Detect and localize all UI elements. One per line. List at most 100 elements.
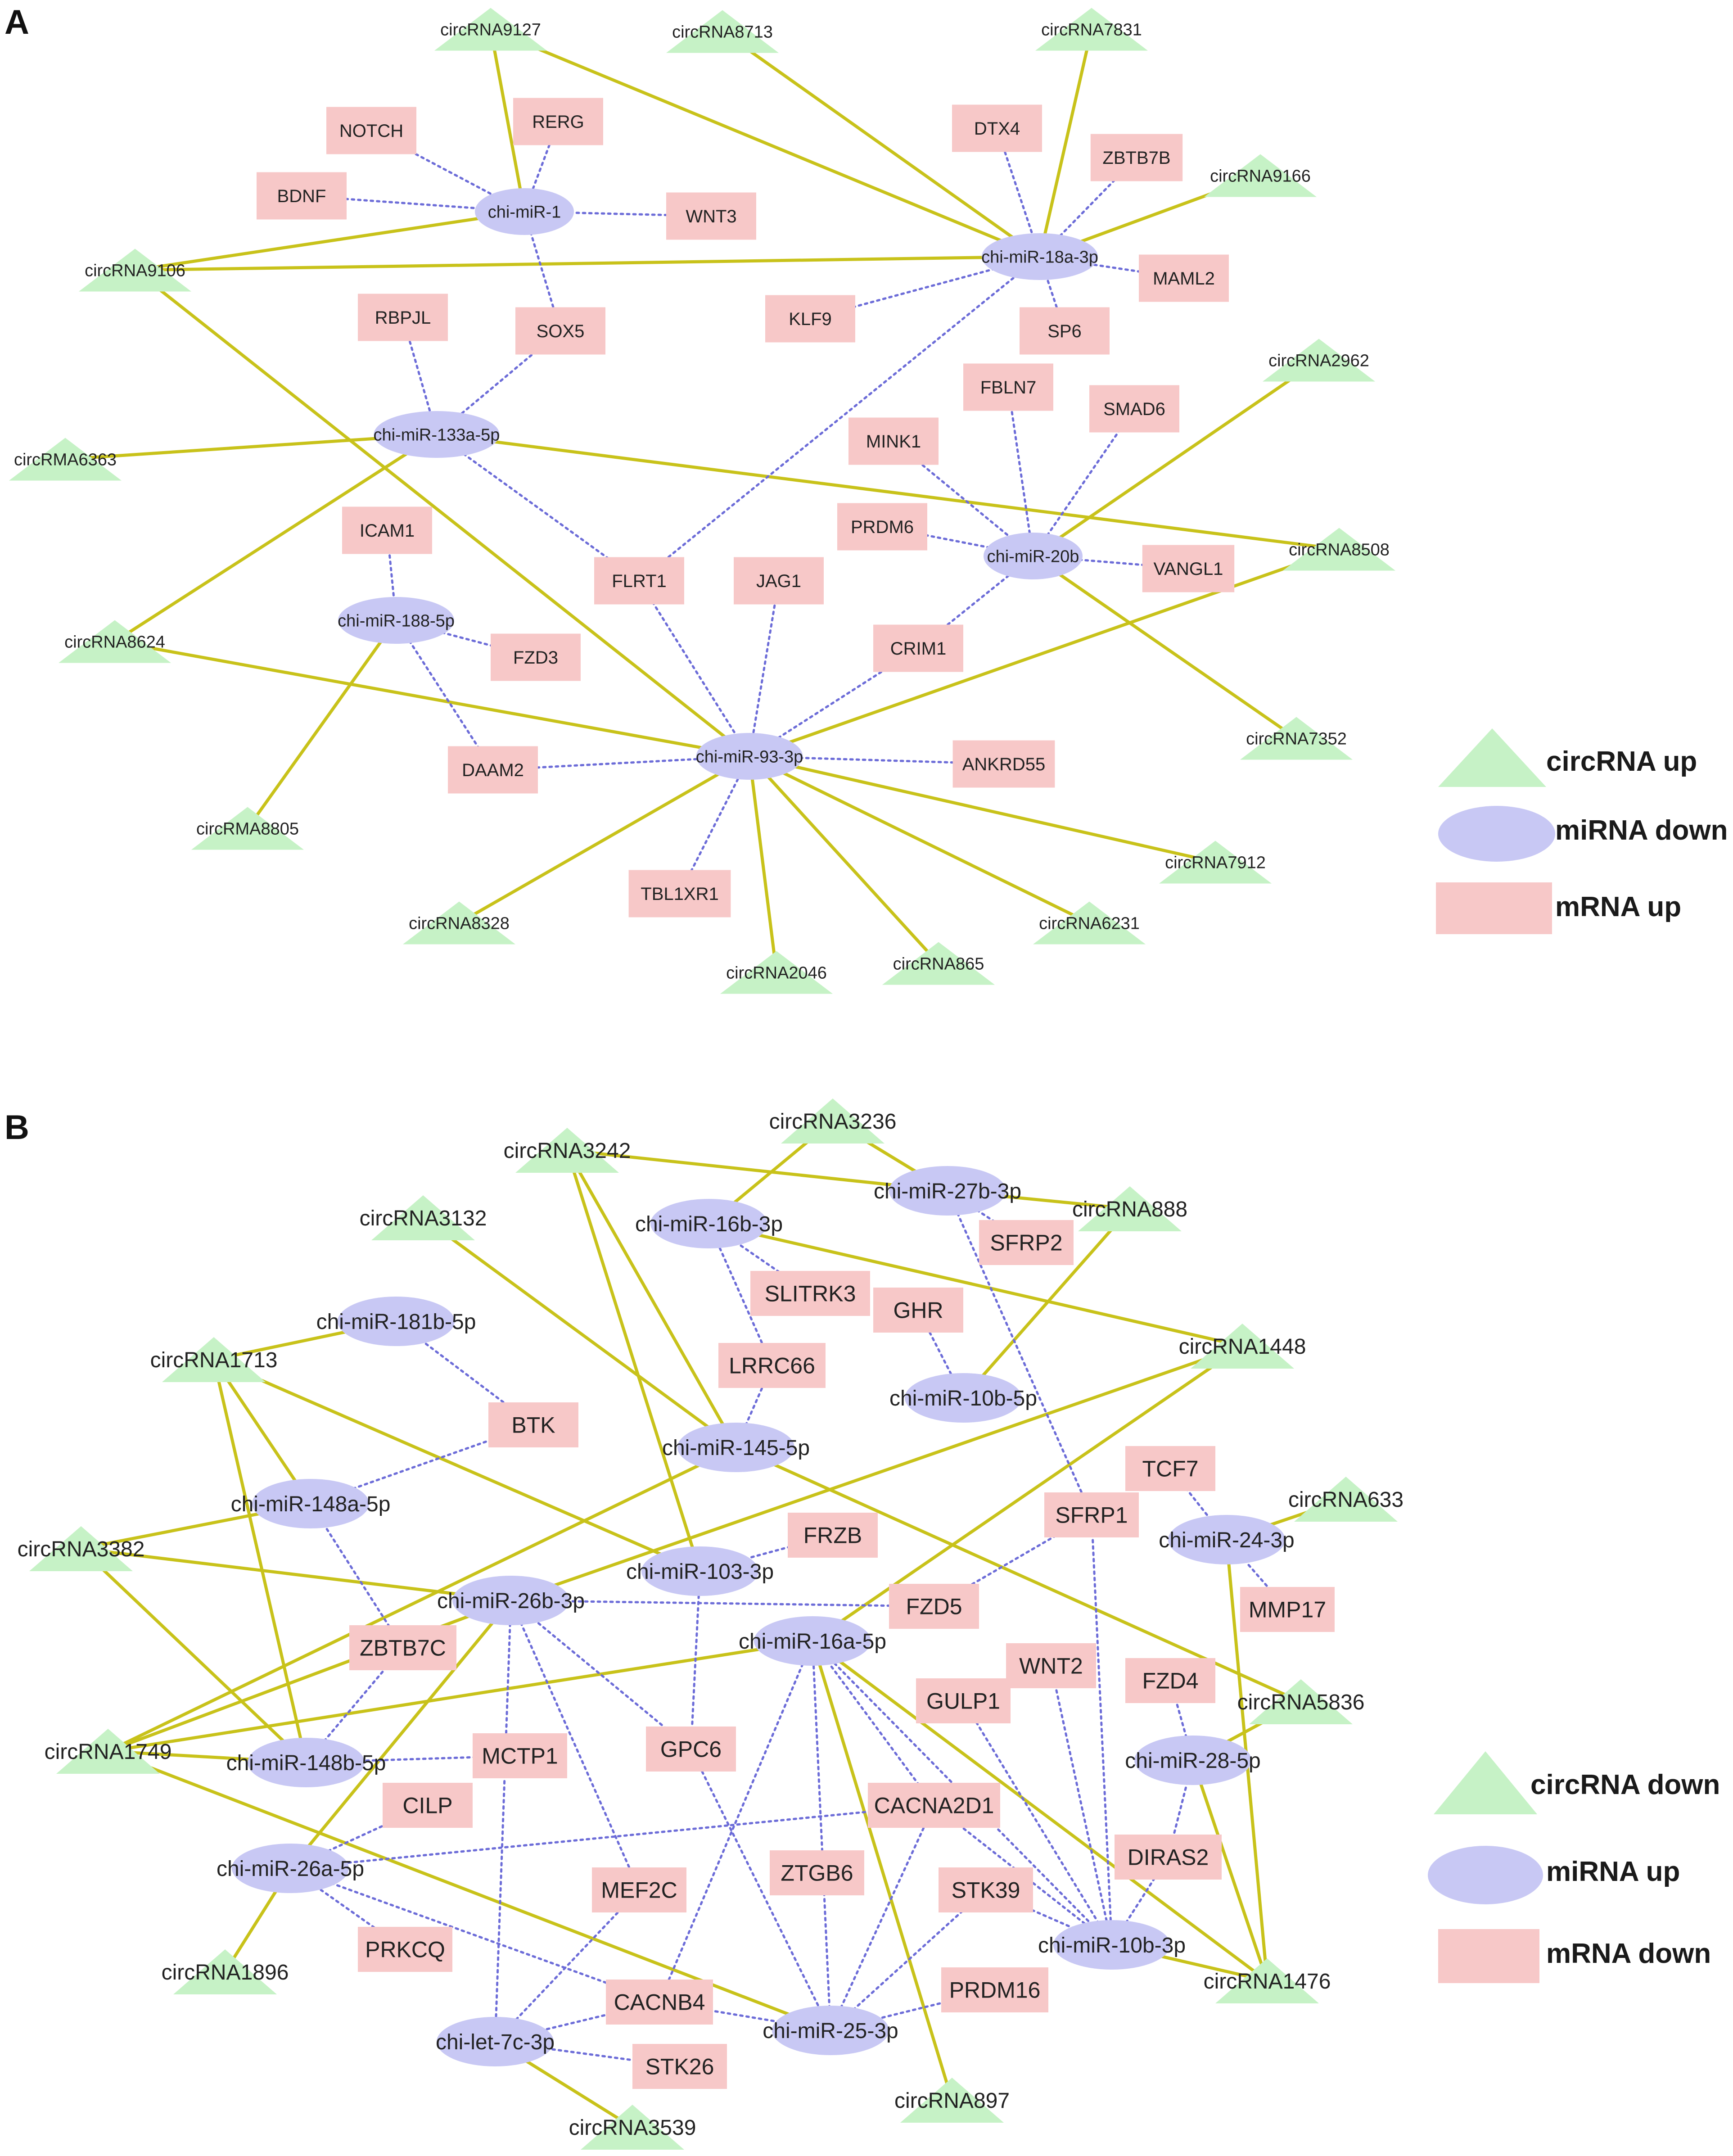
mrna-node-MAML2[interactable]: MAML2 <box>1139 254 1229 302</box>
circ-node-c7831[interactable]: circRNA7831 <box>1035 8 1148 51</box>
mirna-node-m148a[interactable]: chi-miR-148a-5p <box>231 1479 391 1528</box>
mrna-node-CILP[interactable]: CILP <box>383 1783 473 1828</box>
circ-node-c9106[interactable]: circRNA9106 <box>79 249 191 292</box>
circ-node-c5836[interactable]: circRNA5836 <box>1237 1679 1365 1724</box>
mirna-node-m16b[interactable]: chi-miR-16b-3p <box>635 1199 783 1248</box>
circ-node-c6231[interactable]: circRNA6231 <box>1033 901 1146 945</box>
mirna-node-m26a[interactable]: chi-miR-26a-5p <box>217 1844 364 1893</box>
circ-node-c3382[interactable]: circRNA3382 <box>18 1526 145 1571</box>
mrna-node-SP6[interactable]: SP6 <box>1020 307 1110 355</box>
mrna-node-SFRP2[interactable]: SFRP2 <box>979 1220 1074 1265</box>
mirna-node-m10b5[interactable]: chi-miR-10b-5p <box>889 1373 1037 1423</box>
mirna-node-m10b3[interactable]: chi-miR-10b-3p <box>1038 1920 1186 1970</box>
mrna-node-SOX5[interactable]: SOX5 <box>515 307 605 355</box>
mrna-node-WNT3[interactable]: WNT3 <box>666 192 756 240</box>
circ-node-c1476[interactable]: circRNA1476 <box>1204 1958 1331 2003</box>
mrna-node-FZD5[interactable]: FZD5 <box>889 1584 979 1629</box>
mrna-node-FRZB[interactable]: FRZB <box>788 1513 878 1558</box>
mrna-node-CACNA2D1[interactable]: CACNA2D1 <box>868 1783 1000 1828</box>
circ-node-c3539[interactable]: circRNA3539 <box>569 2105 696 2150</box>
circ-node-c1448[interactable]: circRNA1448 <box>1179 1324 1306 1369</box>
mrna-node-STK26[interactable]: STK26 <box>632 2044 727 2089</box>
circ-node-c633[interactable]: circRNA633 <box>1288 1477 1404 1522</box>
mrna-node-MCTP1[interactable]: MCTP1 <box>473 1733 567 1778</box>
mrna-node-MEF2C[interactable]: MEF2C <box>592 1867 686 1912</box>
mrna-node-GHR[interactable]: GHR <box>873 1288 963 1333</box>
mrna-node-BDNF[interactable]: BDNF <box>257 172 347 220</box>
mrna-node-NOTCH[interactable]: NOTCH <box>326 107 416 154</box>
circ-node-c3236[interactable]: circRNA3236 <box>769 1098 897 1144</box>
mirna-node-m93[interactable]: chi-miR-93-3p <box>696 733 803 780</box>
mrna-node-FZD4[interactable]: FZD4 <box>1125 1658 1215 1703</box>
mrna-node-PRDM16[interactable]: PRDM16 <box>941 1967 1048 2012</box>
circ-node-c3132[interactable]: circRNA3132 <box>360 1195 487 1240</box>
mirna-node-m133a[interactable]: chi-miR-133a-5p <box>374 411 500 458</box>
mrna-node-WNT2[interactable]: WNT2 <box>1006 1643 1096 1688</box>
mrna-node-GPC6[interactable]: GPC6 <box>646 1727 736 1772</box>
mirna-node-m16a[interactable]: chi-miR-16a-5p <box>739 1616 886 1666</box>
mirna-node-m20b[interactable]: chi-miR-20b <box>984 533 1083 579</box>
mirna-node-m26b[interactable]: chi-miR-26b-3p <box>437 1576 585 1625</box>
mrna-node-DAAM2[interactable]: DAAM2 <box>448 746 538 794</box>
mirna-node-m1[interactable]: chi-miR-1 <box>475 188 574 235</box>
circ-node-c8805[interactable]: circRMA8805 <box>191 807 304 850</box>
mirna-node-m188[interactable]: chi-miR-188-5p <box>338 597 455 644</box>
mrna-node-ZBTB7C[interactable]: ZBTB7C <box>349 1625 456 1670</box>
circ-node-c1896[interactable]: circRNA1896 <box>162 1949 289 1994</box>
mrna-node-ZTGB6[interactable]: ZTGB6 <box>770 1850 864 1895</box>
mrna-node-ANKRD55[interactable]: ANKRD55 <box>952 740 1055 788</box>
circ-node-c6363[interactable]: circRMA6363 <box>9 438 122 481</box>
circ-node-c8508[interactable]: circRNA8508 <box>1283 528 1395 571</box>
circ-node-c1713[interactable]: circRNA1713 <box>150 1337 278 1382</box>
circ-node-c3242[interactable]: circRNA3242 <box>504 1128 631 1173</box>
circ-node-c1749[interactable]: circRNA1749 <box>45 1729 172 1774</box>
mrna-node-CRIM1[interactable]: CRIM1 <box>873 624 963 672</box>
mirna-node-m28[interactable]: chi-miR-28-5p <box>1125 1736 1261 1785</box>
mirna-node-mlet7c[interactable]: chi-let-7c-3p <box>436 2017 555 2066</box>
circ-node-c8328[interactable]: circRNA8328 <box>403 901 515 945</box>
circ-node-c897[interactable]: circRNA897 <box>894 2078 1010 2123</box>
mrna-node-MINK1[interactable]: MINK1 <box>848 417 939 465</box>
circ-node-c2046[interactable]: circRNA2046 <box>720 951 833 994</box>
circ-node-c8624[interactable]: circRNA8624 <box>59 620 171 663</box>
mrna-node-LRRC66[interactable]: LRRC66 <box>718 1343 826 1388</box>
circ-node-c865[interactable]: circRNA865 <box>882 942 995 985</box>
mrna-node-VANGL1[interactable]: VANGL1 <box>1142 545 1235 592</box>
mrna-node-KLF9[interactable]: KLF9 <box>765 295 855 343</box>
mrna-node-RBPJL[interactable]: RBPJL <box>358 294 448 341</box>
mrna-node-SLITRK3[interactable]: SLITRK3 <box>750 1271 870 1316</box>
mrna-node-RERG[interactable]: RERG <box>513 98 603 145</box>
circ-node-c7912[interactable]: circRNA7912 <box>1159 841 1272 884</box>
circ-node-c9166[interactable]: circRNA9166 <box>1204 154 1317 197</box>
mrna-node-PRKCQ[interactable]: PRKCQ <box>358 1927 452 1972</box>
mrna-node-SMAD6[interactable]: SMAD6 <box>1089 385 1179 433</box>
mrna-node-TBL1XR1[interactable]: TBL1XR1 <box>628 870 731 918</box>
circ-node-c888[interactable]: circRNA888 <box>1072 1186 1187 1231</box>
mrna-node-ICAM1[interactable]: ICAM1 <box>342 506 432 554</box>
mrna-node-PRDM6[interactable]: PRDM6 <box>837 503 927 551</box>
mirna-node-m24[interactable]: chi-miR-24-3p <box>1159 1515 1295 1564</box>
mrna-node-FZD3[interactable]: FZD3 <box>491 633 581 681</box>
mrna-node-CACNB4[interactable]: CACNB4 <box>606 1980 713 2025</box>
mrna-node-FBLN7[interactable]: FBLN7 <box>963 363 1053 411</box>
circ-node-c7352[interactable]: circRNA7352 <box>1240 717 1353 760</box>
mirna-node-m27b[interactable]: chi-miR-27b-3p <box>874 1166 1021 1216</box>
mrna-node-SFRP1[interactable]: SFRP1 <box>1044 1492 1139 1537</box>
mrna-node-MMP17[interactable]: MMP17 <box>1240 1587 1335 1632</box>
mrna-node-DTX4[interactable]: DTX4 <box>952 104 1042 152</box>
mirna-node-m103[interactable]: chi-miR-103-3p <box>626 1546 774 1596</box>
mrna-node-JAG1[interactable]: JAG1 <box>734 557 824 605</box>
circ-node-c8713[interactable]: circRNA8713 <box>666 10 779 53</box>
mrna-node-ZBTB7B[interactable]: ZBTB7B <box>1090 134 1183 181</box>
mrna-node-FLRT1[interactable]: FLRT1 <box>594 557 684 605</box>
mrna-node-STK39[interactable]: STK39 <box>939 1867 1033 1912</box>
circ-node-c2962[interactable]: circRNA2962 <box>1263 339 1375 382</box>
mrna-node-BTK[interactable]: BTK <box>488 1402 578 1447</box>
mirna-node-m181b[interactable]: chi-miR-181b-5p <box>316 1297 476 1346</box>
mrna-node-GULP1[interactable]: GULP1 <box>916 1678 1011 1723</box>
mrna-node-TCF7[interactable]: TCF7 <box>1125 1446 1215 1491</box>
mirna-node-m25[interactable]: chi-miR-25-3p <box>763 2006 898 2055</box>
mirna-node-m18a[interactable]: chi-miR-18a-3p <box>981 233 1098 280</box>
mirna-node-m145[interactable]: chi-miR-145-5p <box>662 1423 810 1472</box>
mrna-node-DIRAS2[interactable]: DIRAS2 <box>1115 1835 1222 1880</box>
